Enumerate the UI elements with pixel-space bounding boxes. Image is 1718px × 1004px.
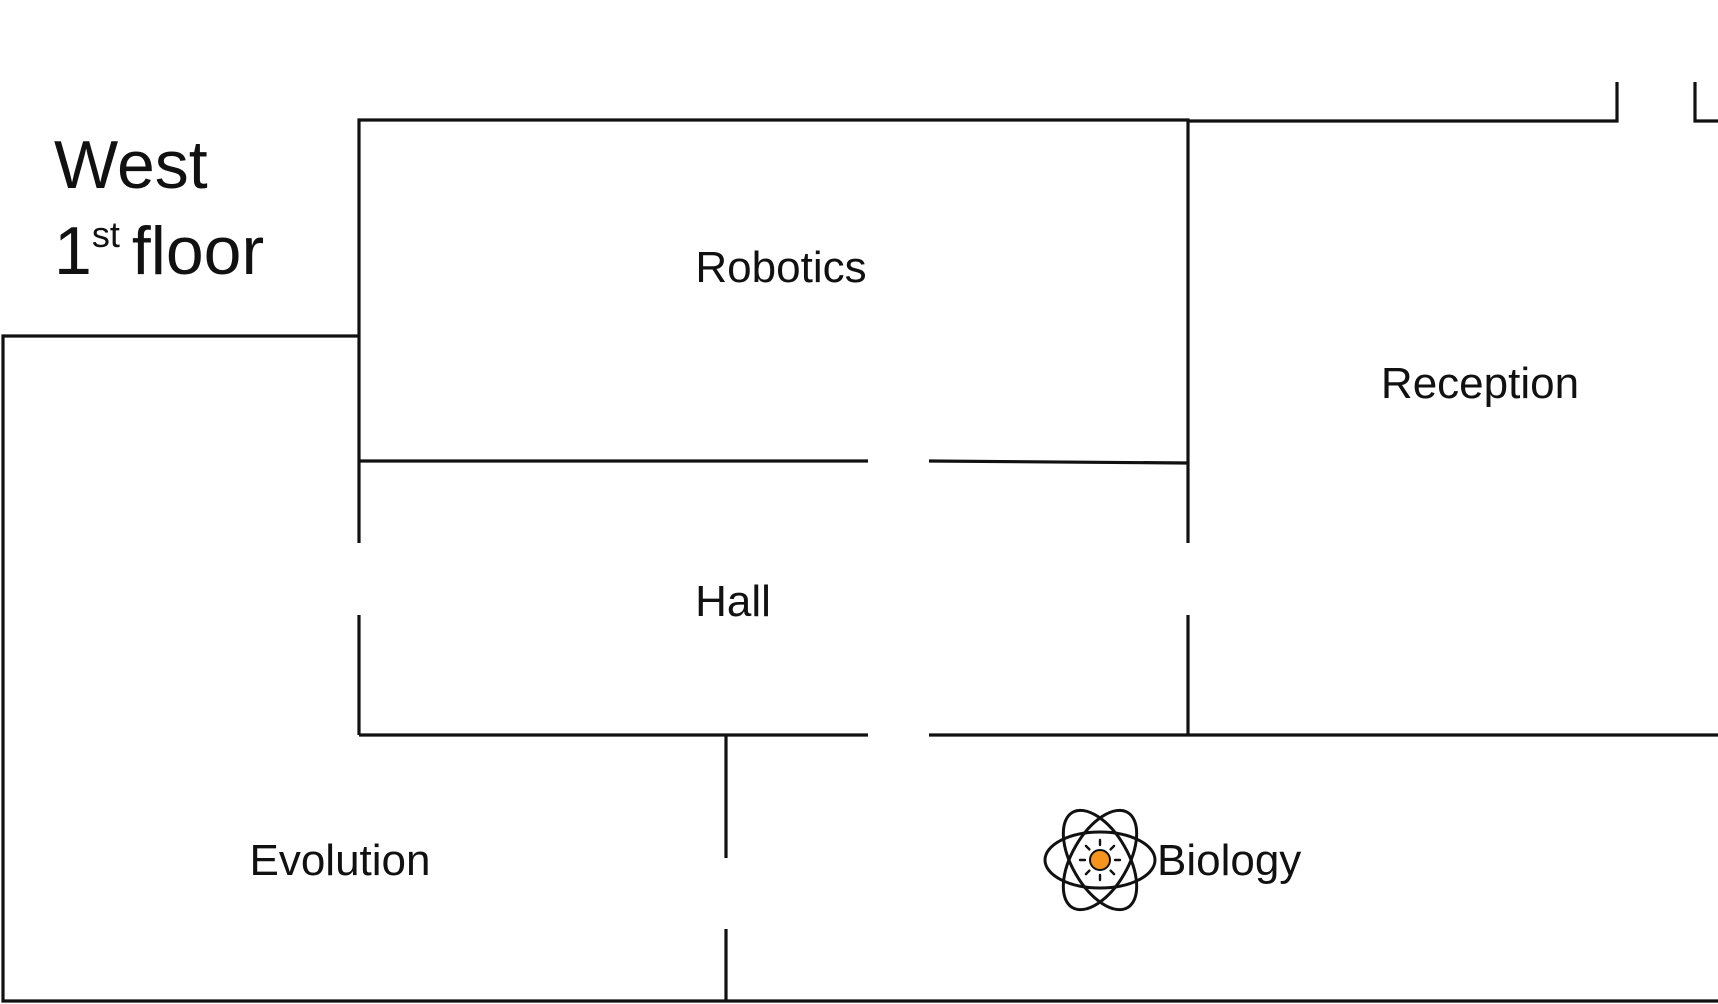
room-biology[interactable]: Biology bbox=[1157, 836, 1301, 885]
reception-top-wall bbox=[1188, 82, 1619, 123]
floor-level-word: floor bbox=[132, 213, 264, 289]
atom-orbit-diagonal-b bbox=[1061, 808, 1139, 912]
atom-nucleus-rays bbox=[1078, 838, 1122, 882]
entrance-wall-stub bbox=[1693, 82, 1718, 123]
floor-level-suffix: st bbox=[92, 214, 120, 255]
robotics-hall-wall-right bbox=[928, 459, 1188, 465]
atom-orbit-horizontal bbox=[1043, 830, 1157, 890]
atom-icon[interactable] bbox=[1043, 798, 1157, 921]
room-reception[interactable]: Reception bbox=[1381, 359, 1579, 408]
atom-orbit-diagonal-a bbox=[1061, 808, 1139, 912]
floor-level-number: 1 bbox=[54, 213, 92, 289]
outer-wall-west bbox=[1, 334, 1718, 1003]
walls bbox=[1, 82, 1718, 1003]
atom-nucleus bbox=[1089, 849, 1111, 871]
room-evolution[interactable]: Evolution bbox=[249, 836, 430, 885]
room-robotics[interactable]: Robotics bbox=[695, 243, 866, 292]
room-hall[interactable]: Hall bbox=[695, 577, 771, 626]
wing-name: West bbox=[54, 127, 208, 203]
room-labels: Robotics Reception Hall Evolution Biolog… bbox=[249, 243, 1579, 885]
robotics-wall-outline bbox=[357, 118, 1190, 543]
